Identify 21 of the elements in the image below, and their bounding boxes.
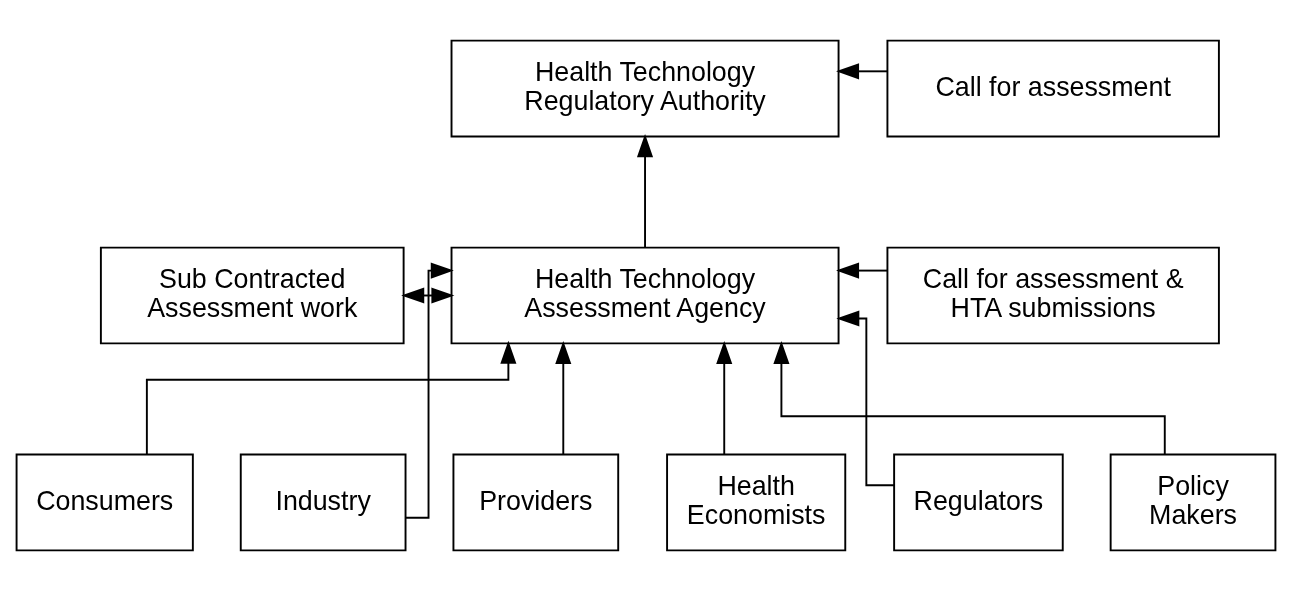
node-box: Sub Contracted Assessment work	[99, 246, 405, 345]
arrow	[401, 287, 455, 304]
arrow	[404, 262, 454, 519]
node-box: Call for assessment	[886, 39, 1220, 138]
arrow	[836, 262, 889, 279]
arrow	[555, 341, 572, 456]
node-box: Consumers	[15, 453, 194, 552]
arrow	[836, 310, 895, 487]
arrow	[836, 63, 889, 80]
node-box: Health Technology Assessment Agency	[450, 246, 840, 345]
node-box: Call for assessment & HTA submissions	[886, 246, 1220, 345]
arrow	[637, 134, 654, 249]
arrow	[716, 341, 733, 456]
node-box: Health Technology Regulatory Authority	[450, 39, 840, 138]
arrow	[773, 341, 1166, 456]
node-box: Industry	[239, 453, 407, 552]
node-box: Health Economists	[666, 453, 847, 552]
arrow	[145, 340, 517, 455]
node-box: Providers	[452, 453, 620, 552]
node-box: Policy Makers	[1109, 453, 1277, 552]
node-box: Regulators	[893, 453, 1064, 552]
